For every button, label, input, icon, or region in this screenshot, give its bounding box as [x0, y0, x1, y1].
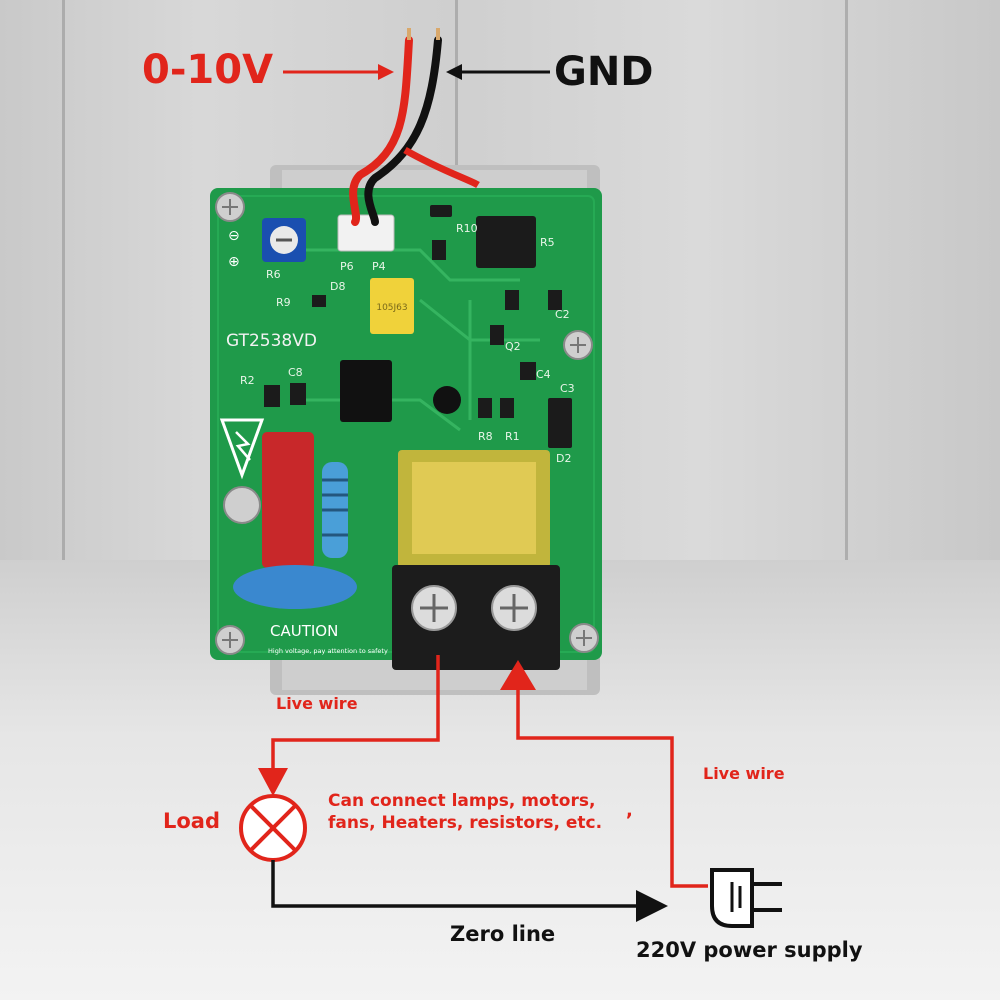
label-r9: R9 — [276, 296, 291, 309]
arrow-left-icon — [446, 64, 550, 80]
arrow-right-icon — [636, 890, 668, 922]
label-c4: C4 — [536, 368, 551, 381]
screw — [215, 192, 245, 222]
label-r6: R6 — [266, 268, 281, 281]
svg-text:⊕: ⊕ — [228, 254, 240, 270]
load-note-line2: fans, Heaters, resistors, etc. — [328, 813, 603, 833]
capacitor-code: 105J63 — [376, 303, 407, 313]
screw — [569, 623, 599, 653]
terminal-screw — [491, 585, 537, 631]
warning-triangle-icon — [219, 418, 265, 480]
pcb-traces — [300, 248, 540, 432]
zero-line-wire — [271, 860, 640, 908]
label-q2: Q2 — [505, 340, 521, 353]
red-signal-wire — [349, 36, 413, 226]
power-plug-icon — [710, 868, 782, 928]
transistor — [433, 386, 461, 414]
diode — [548, 398, 572, 448]
x2-capacitor — [262, 432, 314, 568]
live-wire-label-right: Live wire — [703, 764, 785, 783]
screw — [215, 625, 245, 655]
arrow-right-icon — [283, 64, 394, 80]
label-r2: R2 — [240, 374, 255, 387]
label-c2: C2 — [555, 308, 570, 321]
lamp-load-icon — [239, 794, 307, 862]
arrow-up-icon — [500, 660, 536, 690]
black-ground-wire — [364, 36, 442, 226]
arrow-down-icon — [258, 768, 288, 796]
svg-text:⊖: ⊖ — [228, 228, 240, 244]
label-r5: R5 — [540, 236, 555, 249]
board-model-label: GT2538VD — [226, 331, 317, 351]
smd-components — [264, 205, 562, 418]
red-wire-loop — [403, 146, 480, 189]
label-r8: R8 — [478, 430, 493, 443]
screw — [223, 486, 261, 524]
label-d8: D8 — [330, 280, 345, 293]
live-wire-to-load — [271, 655, 440, 770]
caution-note: High voltage, pay attention to safety — [268, 647, 388, 655]
terminal-screw — [411, 585, 457, 631]
stray-mark: , — [626, 800, 633, 821]
label-c3: C3 — [560, 382, 575, 395]
input-connector — [337, 214, 395, 252]
triac-module-window — [412, 462, 536, 554]
load-label: Load — [163, 809, 221, 833]
live-wire-label-left: Live wire — [276, 694, 358, 713]
load-note-line1: Can connect lamps, motors, — [328, 791, 596, 811]
label-d2: D2 — [556, 452, 571, 465]
ic-chip — [476, 216, 536, 268]
label-r10: R10 — [456, 222, 478, 235]
yellow-capacitor — [370, 278, 414, 334]
zero-line-label: Zero line — [450, 922, 556, 946]
label-p6: P6 — [340, 260, 354, 273]
caution-label: CAUTION — [270, 622, 338, 640]
label-c8: C8 — [288, 366, 303, 379]
resistor-bands — [322, 478, 348, 537]
wall-seam — [62, 0, 65, 560]
live-wire-from-supply — [516, 690, 708, 888]
label-r1: R1 — [505, 430, 520, 443]
wall-seam — [845, 0, 848, 560]
bridge-rectifier — [340, 360, 392, 422]
screw — [563, 330, 593, 360]
ground-label: GND — [554, 49, 654, 95]
varistor-disc — [233, 565, 357, 609]
power-supply-label: 220V power supply — [636, 938, 863, 962]
control-voltage-label: 0-10V — [142, 47, 274, 93]
label-p4: P4 — [372, 260, 386, 273]
